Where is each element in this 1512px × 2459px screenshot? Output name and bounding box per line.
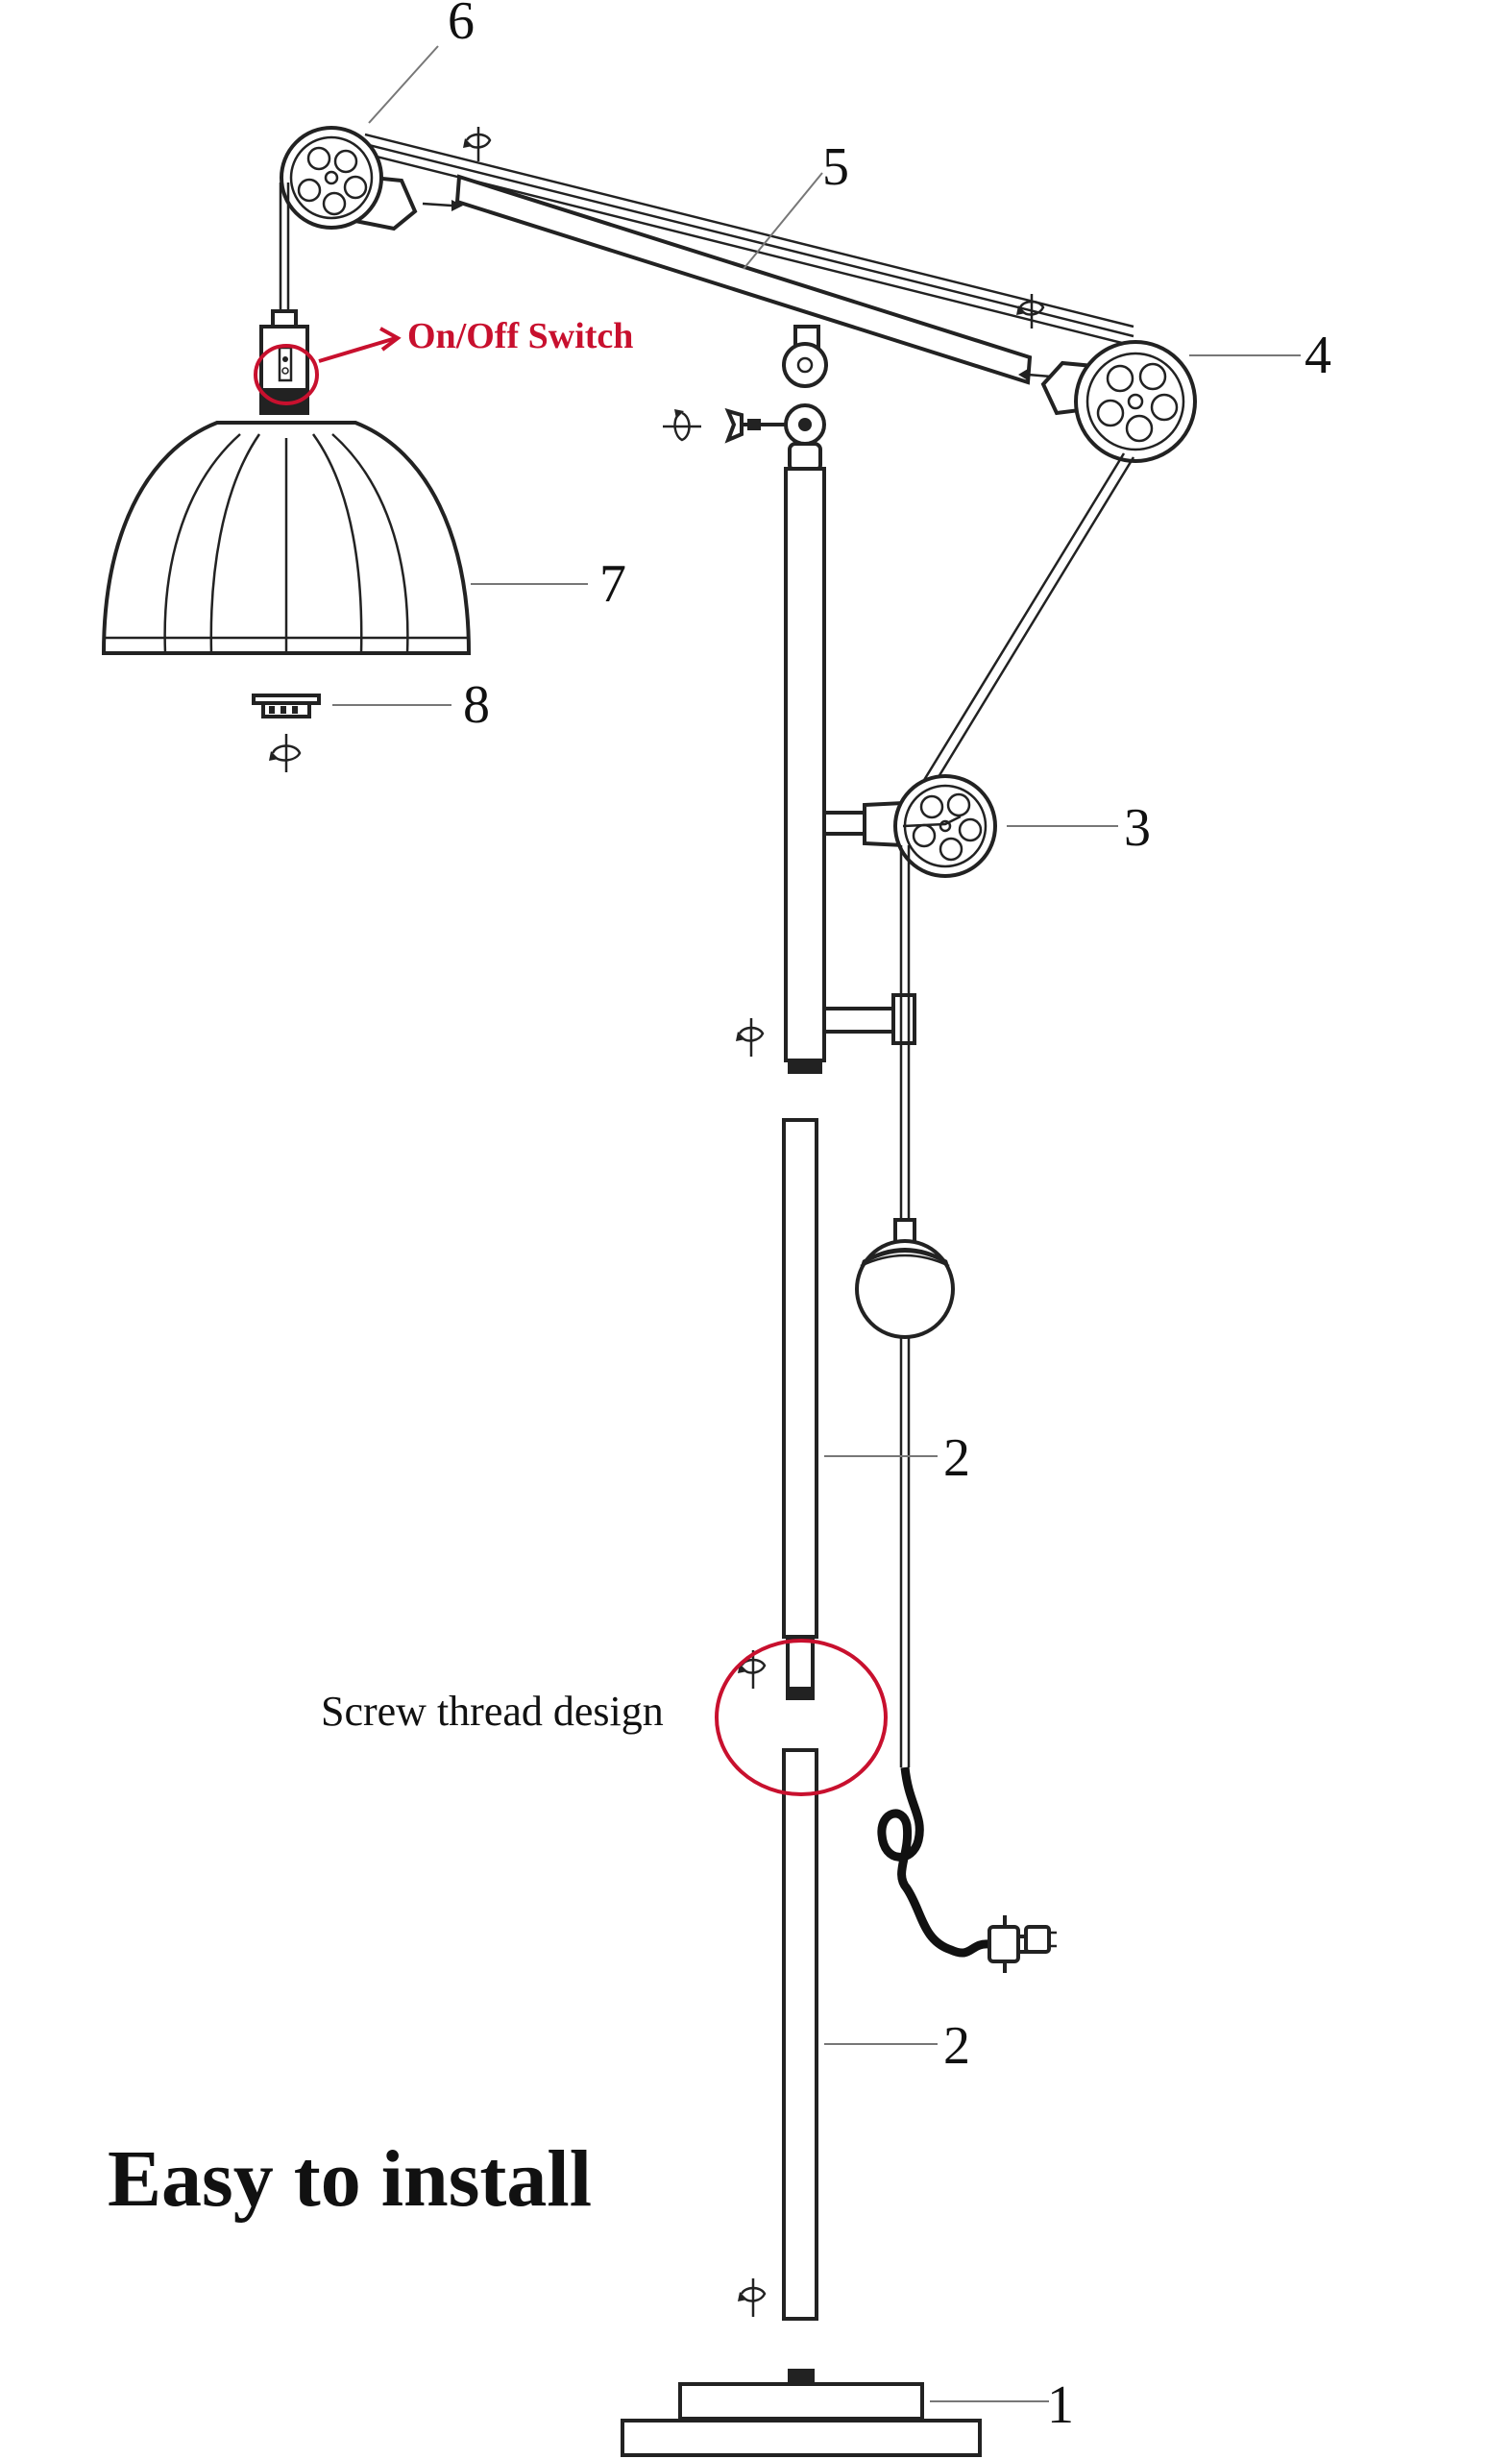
rotate-arrow-icon [736, 1018, 765, 1057]
label-part-2-upper: 2 [943, 1428, 970, 1488]
rotate-arrow-icon [463, 127, 492, 161]
label-part-5: 5 [822, 137, 849, 197]
label-part-1: 1 [1047, 2375, 1074, 2435]
rotate-arrow-icon [663, 409, 701, 442]
pulley-part-4 [1040, 340, 1197, 463]
switch-annotation: On/Off Switch [407, 316, 633, 356]
rotate-arrow-icon [1016, 294, 1045, 329]
assembly-arrow-icon [1018, 369, 1052, 380]
label-part-4: 4 [1305, 326, 1331, 385]
pulley-part-6 [280, 126, 418, 231]
label-part-3: 3 [1124, 798, 1151, 858]
rotate-arrow-icon [738, 2278, 767, 2317]
label-part-2-lower: 2 [943, 2016, 970, 2076]
bottom-pole-part-2 [782, 1748, 818, 2321]
switch-highlight-circle [254, 344, 319, 405]
counterweight [855, 1218, 955, 1339]
arm-pivot-joint [724, 325, 828, 473]
lamp-arm-part-5 [364, 133, 1134, 385]
switch-arrow-icon [379, 327, 402, 352]
rotate-arrow-icon [269, 734, 302, 772]
assembly-arrow-icon [422, 200, 463, 211]
label-part-8: 8 [463, 675, 490, 735]
power-cord-plug [877, 1766, 1057, 1973]
upper-post [784, 467, 917, 1074]
label-part-6: 6 [448, 0, 475, 51]
lamp-shade-part-7 [101, 421, 472, 655]
middle-pole-part-2 [782, 1118, 818, 1700]
base-part-1 [621, 2369, 982, 2457]
label-part-7: 7 [599, 554, 626, 614]
thread-annotation: Screw thread design [321, 1688, 664, 1735]
pulley-part-3 [893, 774, 997, 878]
thread-highlight-circle [715, 1639, 888, 1796]
finial-part-8 [252, 694, 321, 718]
headline: Easy to install [108, 2134, 592, 2224]
